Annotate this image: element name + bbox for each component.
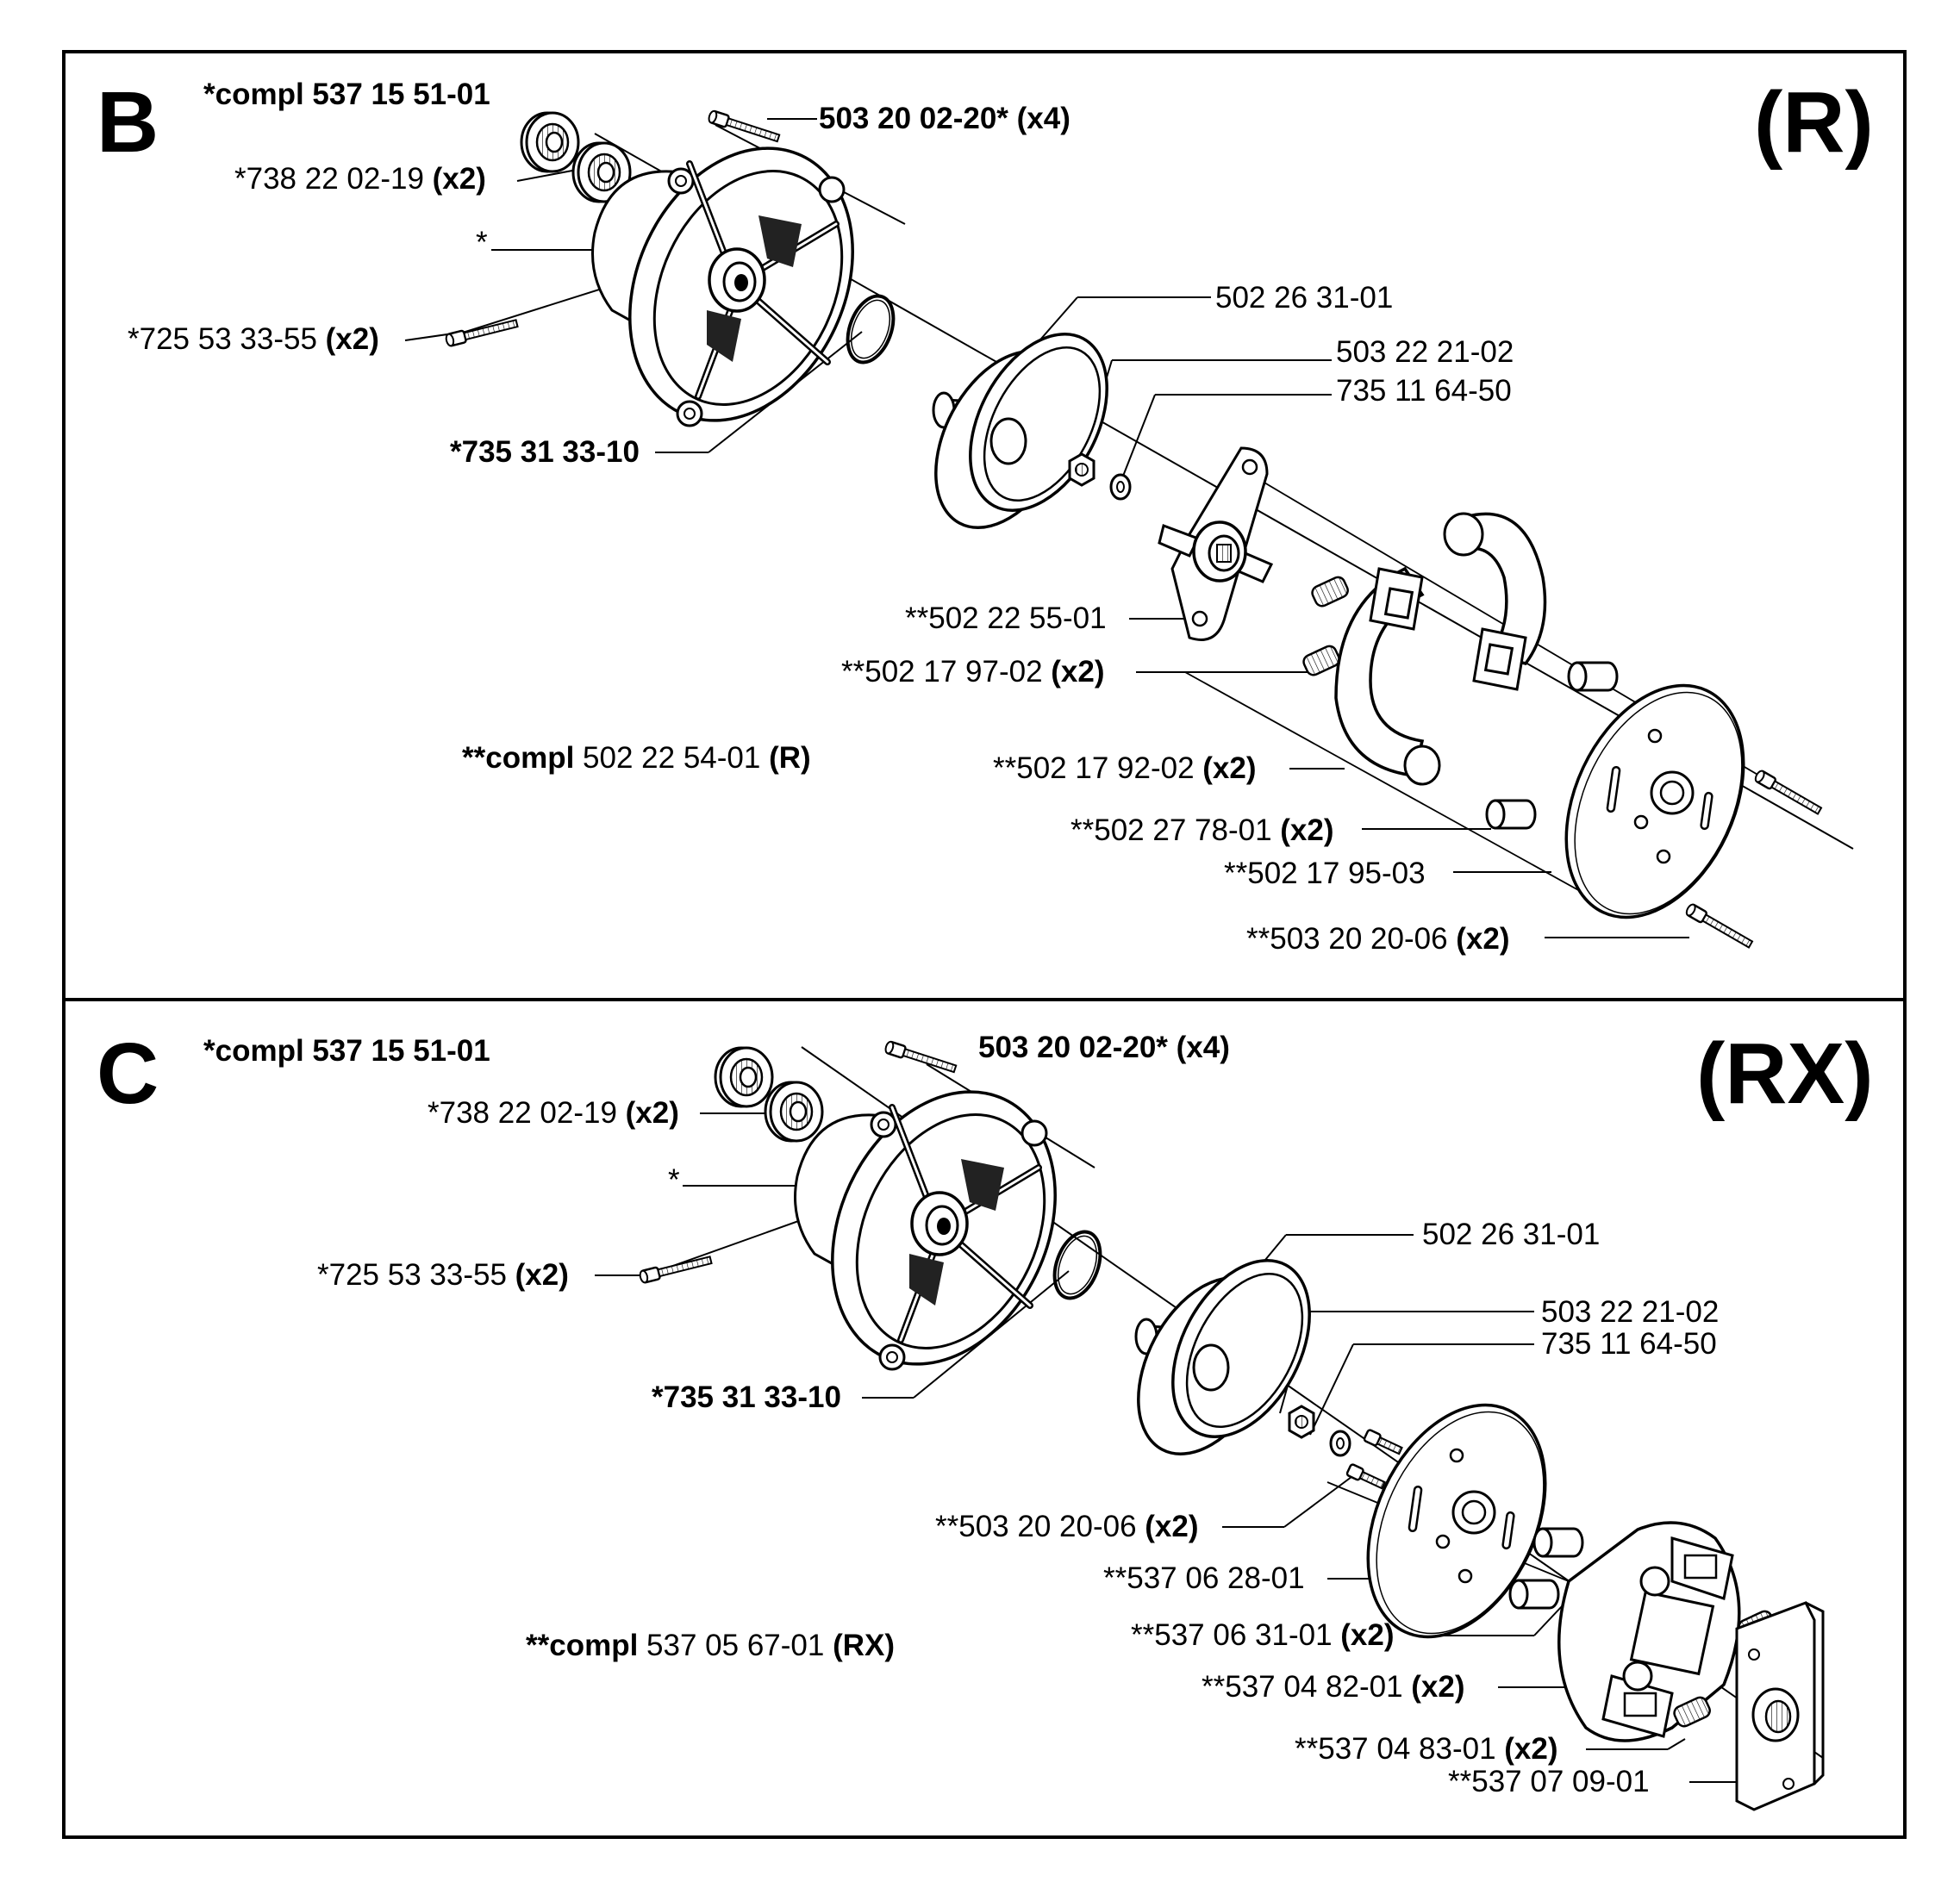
panel-c-nut-label: 503 22 21-02 xyxy=(1541,1295,1720,1329)
panel-c-bracket-label: **537 07 09-01 xyxy=(1448,1765,1650,1798)
panel-c-bearing-label: *738 22 02-19 (x2) xyxy=(428,1096,679,1130)
panel-b-compl-label: **compl 502 22 54-01 (R) xyxy=(462,741,811,775)
panel-b-screw-top-label: 503 20 02-20* (x4) xyxy=(819,102,1071,135)
outer-border xyxy=(62,50,1907,1839)
panel-b-screw-bot-label: **503 20 20-06 (x2) xyxy=(1246,922,1510,956)
panel-b-hub-plate-label: **502 22 55-01 xyxy=(905,601,1107,635)
panel-b-ring-label: *735 31 33-10 xyxy=(450,435,640,469)
panel-c-ring-label: *735 31 33-10 xyxy=(652,1380,841,1414)
panel-b-bushing-label: **502 27 78-01 (x2) xyxy=(1071,813,1334,847)
panel-b-shoe-label: **502 17 92-02 (x2) xyxy=(993,751,1257,785)
panel-c-bolt-label: *725 53 33-55 (x2) xyxy=(317,1258,569,1292)
panel-c-drum-label: 502 26 31-01 xyxy=(1422,1218,1601,1251)
panel-b-washer-label: 735 11 64-50 xyxy=(1336,374,1512,408)
panel-b-nut-label: 503 22 21-02 xyxy=(1336,335,1514,369)
panel-c-screw-top-label: 503 20 02-20* (x4) xyxy=(978,1031,1230,1064)
panel-b-drum-label: 502 26 31-01 xyxy=(1215,281,1394,315)
panel-c-disc-label: **537 06 28-01 xyxy=(1103,1561,1305,1595)
panel-c-housing-label: * xyxy=(668,1163,680,1197)
panel-c-spring-label: **537 04 83-01 (x2) xyxy=(1295,1732,1558,1766)
panel-c-bushing-label: **537 06 31-01 (x2) xyxy=(1131,1618,1395,1652)
panel-c-washer-label: 735 11 64-50 xyxy=(1541,1327,1717,1361)
panel-b-bearing-label: *738 22 02-19 (x2) xyxy=(234,162,486,196)
panel-c-variant: (RX) xyxy=(1696,1025,1874,1122)
panel-b-spring-label: **502 17 97-02 (x2) xyxy=(841,655,1105,689)
panel-b-variant: (R) xyxy=(1754,74,1874,171)
panel-b-housing-label: * xyxy=(476,226,488,259)
panel-c-compl-label: **compl 537 05 67-01 (RX) xyxy=(526,1629,896,1662)
panel-c-screw-mid-label: **503 20 20-06 (x2) xyxy=(935,1510,1199,1543)
panel-c-shoe-label: **537 04 82-01 (x2) xyxy=(1202,1670,1465,1704)
panel-b-compl-top-label: *compl 537 15 51-01 xyxy=(203,78,490,111)
panel-b-bolt-label: *725 53 33-55 (x2) xyxy=(128,322,379,356)
panel-b-letter: B xyxy=(97,74,159,171)
panel-c-letter: C xyxy=(97,1025,159,1122)
panel-c-compl-top-label: *compl 537 15 51-01 xyxy=(203,1034,490,1068)
panel-b-disc-label: **502 17 95-03 xyxy=(1224,857,1426,890)
